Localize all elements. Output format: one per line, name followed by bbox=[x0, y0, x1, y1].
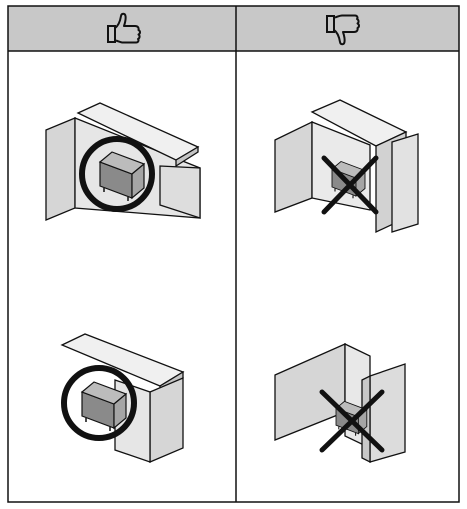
illustration-two-wall-corner-not-recommended bbox=[274, 342, 406, 464]
cross-mark-icon bbox=[319, 389, 385, 453]
illustration-overhang-recommended bbox=[60, 333, 185, 463]
illustration-open-corner-recommended bbox=[45, 102, 201, 221]
illustration-enclosed-corner-not-recommended bbox=[274, 99, 419, 234]
ok-circle-icon bbox=[61, 365, 137, 441]
ok-circle-icon bbox=[79, 136, 155, 212]
table-grid bbox=[7, 5, 460, 503]
table-border bbox=[7, 5, 460, 503]
header-row bbox=[8, 6, 459, 51]
cross-mark-icon bbox=[321, 155, 379, 215]
